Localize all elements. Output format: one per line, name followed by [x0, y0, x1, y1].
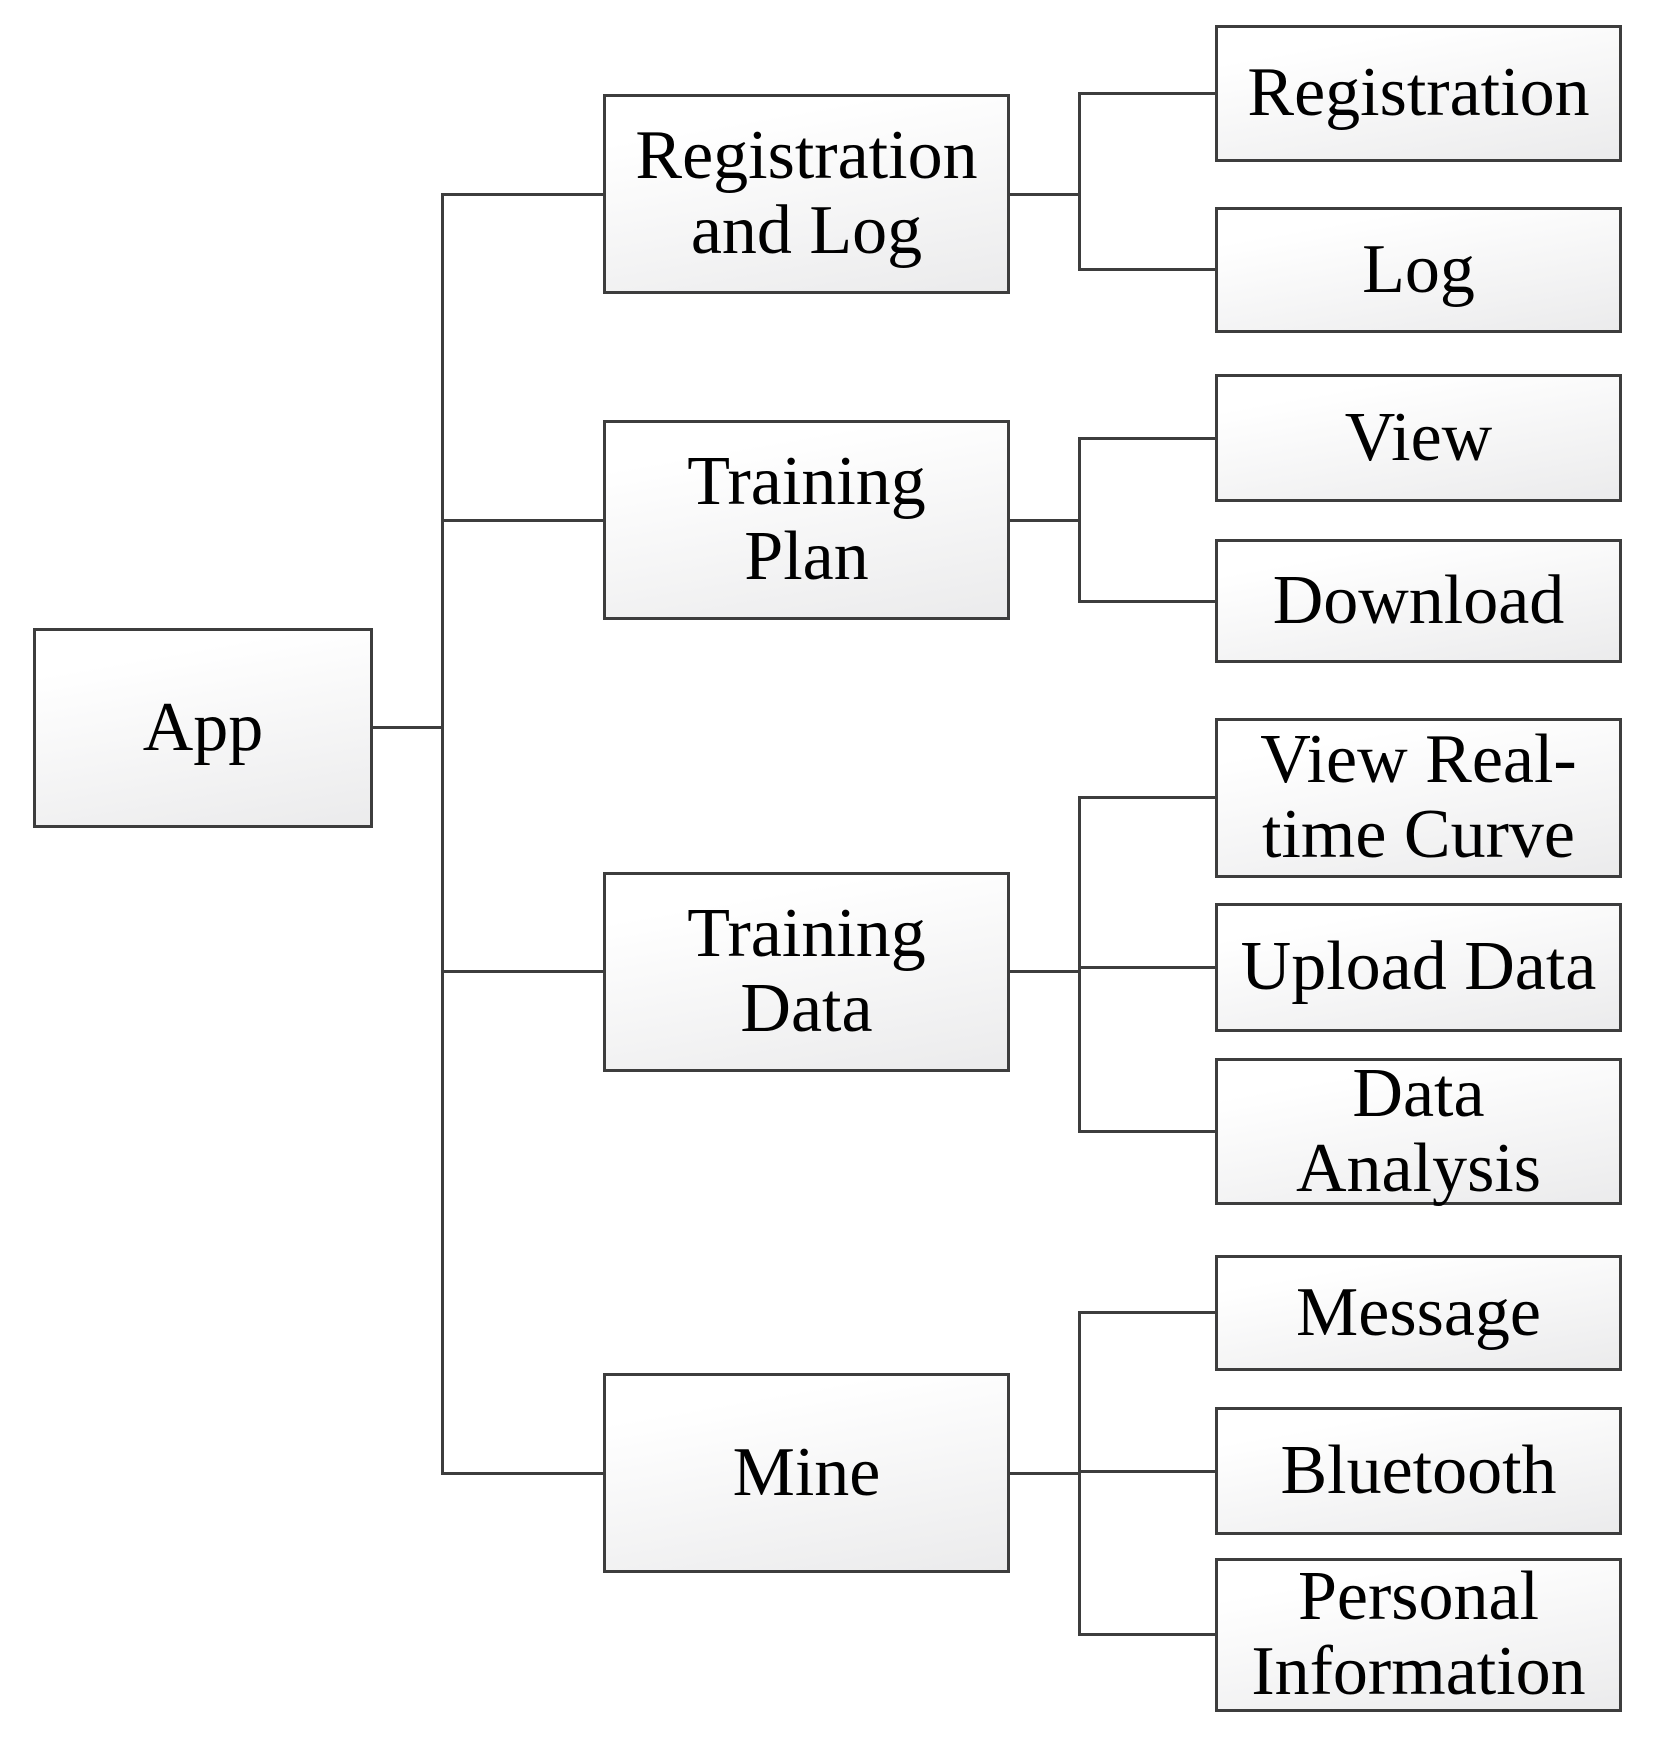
node-app: App [33, 628, 373, 828]
connector-app-to-trunk [373, 726, 443, 729]
node-mine-label: Mine [732, 1433, 881, 1511]
connector-child-trunk-group4 [1078, 1311, 1081, 1636]
leaf-download: Download [1215, 539, 1622, 663]
node-training-data: Training Data [603, 872, 1010, 1072]
connector-leaf-message [1078, 1311, 1215, 1314]
connector-leaf-registration [1078, 92, 1215, 95]
connector-leaf-data-analysis [1078, 1130, 1215, 1133]
connector-training-plan-to-children [1010, 519, 1081, 522]
connector-child-trunk-group2 [1078, 437, 1081, 603]
connector-branch-mine [441, 1472, 603, 1475]
leaf-download-label: Download [1272, 561, 1565, 639]
leaf-message-label: Message [1296, 1273, 1541, 1351]
connector-leaf-view [1078, 437, 1215, 440]
leaf-bluetooth-label: Bluetooth [1280, 1431, 1557, 1509]
node-mine: Mine [603, 1373, 1010, 1573]
leaf-upload-data-label: Upload Data [1240, 928, 1597, 1006]
leaf-personal-information-label: Personal Information [1251, 1558, 1586, 1710]
leaf-view-label: View [1344, 398, 1493, 476]
leaf-personal-information: Personal Information [1215, 1558, 1622, 1712]
connector-leaf-download [1078, 600, 1215, 603]
connector-mine-to-children [1010, 1472, 1081, 1475]
leaf-log: Log [1215, 207, 1622, 333]
leaf-view: View [1215, 374, 1622, 502]
connector-leaf-log [1078, 268, 1215, 271]
leaf-bluetooth: Bluetooth [1215, 1407, 1622, 1535]
node-training-data-label: Training Data [687, 895, 926, 1047]
node-training-plan: Training Plan [603, 420, 1010, 620]
leaf-log-label: Log [1362, 230, 1475, 308]
node-registration-and-log: Registration and Log [603, 94, 1010, 294]
connector-branch-registration-and-log [441, 193, 603, 196]
leaf-upload-data: Upload Data [1215, 903, 1622, 1032]
leaf-data-analysis-label: Data Analysis [1296, 1054, 1541, 1207]
connector-child-trunk-group3 [1078, 796, 1081, 1133]
connector-registration-and-log-to-children [1010, 193, 1081, 196]
leaf-registration: Registration [1215, 25, 1622, 162]
connector-child-trunk-group1 [1078, 92, 1081, 271]
leaf-registration-label: Registration [1247, 54, 1590, 132]
connector-leaf-view-real-time-curve [1078, 796, 1215, 799]
connector-branch-training-plan [441, 519, 603, 522]
leaf-view-real-time-curve: View Real- time Curve [1215, 718, 1622, 878]
node-registration-and-log-label: Registration and Log [635, 117, 978, 269]
connector-training-data-to-children [1010, 970, 1081, 973]
connector-branch-training-data [441, 970, 603, 973]
leaf-message: Message [1215, 1255, 1622, 1371]
connector-leaf-upload-data [1078, 966, 1215, 969]
leaf-data-analysis: Data Analysis [1215, 1054, 1622, 1207]
leaf-view-real-time-curve-label: View Real- time Curve [1260, 721, 1577, 873]
node-training-plan-label: Training Plan [687, 443, 926, 595]
connector-leaf-personal-information [1078, 1633, 1215, 1636]
connector-main-trunk [441, 193, 444, 1475]
connector-leaf-bluetooth [1078, 1470, 1215, 1473]
node-app-label: App [142, 688, 264, 766]
